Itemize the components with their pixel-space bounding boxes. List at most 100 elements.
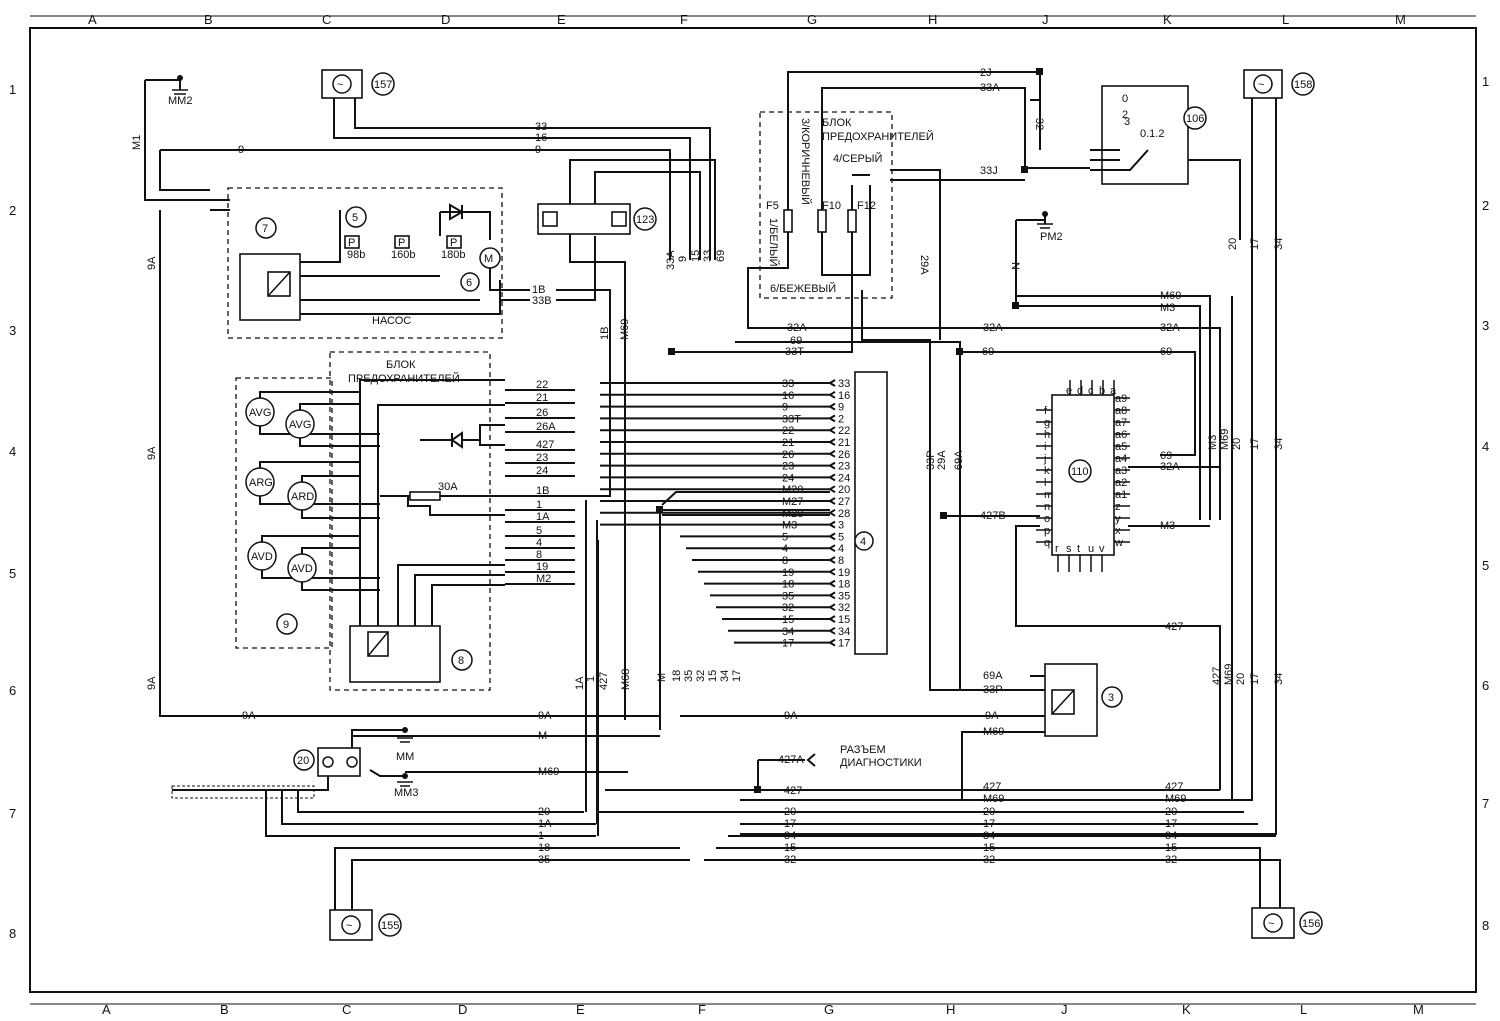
ecu-pin-label: m [1044,489,1053,501]
connector-4-pin: 28 [838,508,850,520]
svg-text:P: P [450,237,457,249]
col-label: A [88,12,97,27]
connector-4-wire-label: M27 [782,496,803,508]
wheel-sensor-wire [261,535,380,579]
wheel-sensor-label: ARG [249,477,273,489]
lower-fuse-wire-label: 5 [536,525,542,537]
connector-4-wire [698,567,836,576]
col-label: A [102,1002,111,1017]
svg-text:ПРЕДОХРАНИТЕЛЕЙ: ПРЕДОХРАНИТЕЛЕЙ [348,372,460,385]
svg-text:9: 9 [238,144,244,156]
svg-text:15: 15 [690,250,702,262]
connector-4-pin: 26 [838,449,850,461]
ecu-pin-label: a9 [1115,393,1127,405]
ground-mm2: MM2 M1 [131,75,210,201]
col-label: J [1061,1002,1068,1017]
lower-fuse-wire-label: 1 [536,499,542,511]
connector-4-wire [600,402,836,411]
svg-text:33: 33 [702,250,714,262]
svg-text:~: ~ [346,920,352,932]
label-157: 157 [374,79,392,91]
ecu-pin-label: c [1088,385,1094,397]
svg-text:M68: M68 [620,669,632,690]
sensor-158: ~ 158 [740,69,1315,835]
ecu-pin-label: w [1114,537,1123,549]
lower-fuse-wire-label: 26A [536,421,556,433]
svg-text:123: 123 [636,214,654,226]
svg-text:32A: 32A [983,322,1003,334]
svg-text:M: M [484,253,493,265]
lower-fuse-wire-label: 1A [536,511,550,523]
pump-group [227,187,503,339]
row-label: 2 [9,203,16,218]
ecu-pin-label: a3 [1115,465,1127,477]
connector-4-pin: 22 [838,425,850,437]
svg-text:20: 20 [1231,438,1243,450]
svg-text:427B: 427B [980,510,1006,522]
connector-4-wire-label: 32 [782,602,794,614]
lower-fuse-wire-label: 21 [536,392,548,404]
connector-4-wire-label: 33T [782,413,801,425]
svg-text:20: 20 [784,806,796,818]
connector-4-wire-label: 23 [782,461,794,473]
connector-4-wire [600,473,836,482]
svg-text:98b: 98b [347,249,365,261]
svg-text:1B: 1B [599,327,611,340]
svg-text:180b: 180b [441,249,465,261]
svg-text:8: 8 [458,655,464,667]
svg-text:0.1.2: 0.1.2 [1140,128,1164,140]
svg-text:32: 32 [784,854,796,866]
grid-columns-top: A B C D E F G H J K L M [88,12,1406,27]
svg-text:33A: 33A [665,250,677,270]
svg-text:15: 15 [707,670,719,682]
svg-text:~: ~ [1258,79,1264,91]
svg-text:F12: F12 [857,200,876,212]
wheel-sensor-wire [299,403,380,447]
svg-text:32A: 32A [787,322,807,334]
ecu-pin-label: a8 [1115,405,1127,417]
svg-text:БЛОК: БЛОК [386,359,416,371]
svg-text:69: 69 [982,346,994,358]
svg-text:M69: M69 [983,793,1004,805]
col-label: C [322,12,331,27]
svg-text:6/БЕЖЕВЫЙ: 6/БЕЖЕВЫЙ [770,282,836,295]
col-label: F [680,12,688,27]
ecu-pin-label: j [1043,453,1046,465]
diagram-frame [29,27,1477,993]
lower-fuse-wire-label: 22 [536,379,548,391]
svg-text:F10: F10 [822,200,841,212]
svg-text:9: 9 [283,619,289,631]
svg-text:32: 32 [983,854,995,866]
ecu-pin-label: y [1115,513,1121,525]
row-label: 1 [9,82,16,97]
connector-4-pin: 21 [838,437,850,449]
ground-pm2: PM2 N [1009,211,1201,520]
row-label: 7 [1482,796,1489,811]
grid-columns-bottom: A B C D E F G H J K L M [102,1002,1424,1017]
ecu-pin-label: g [1044,417,1050,429]
svg-text:9A: 9A [146,256,158,270]
ecu-pin-label: b [1099,385,1105,397]
col-label: J [1042,12,1049,27]
svg-text:20: 20 [1227,238,1239,250]
connector-4-pin: 4 [838,543,844,555]
lower-fuse-wire-label: 427 [536,439,554,451]
col-label: M [1413,1002,1424,1017]
svg-text:1A: 1A [538,818,552,830]
connector-4-wire [600,497,836,505]
connector-4-pin: 34 [838,626,850,638]
connector-4-wire [600,379,836,387]
svg-text:34: 34 [1273,438,1285,450]
svg-text:MM3: MM3 [394,787,418,799]
svg-text:17: 17 [983,818,995,830]
lower-fuse-wire-label: 1B [536,485,549,497]
wheel-sensor-label: AVD [291,563,313,575]
col-label: K [1163,12,1172,27]
ecu-pin-label: o [1044,513,1050,525]
col-label: L [1300,1002,1307,1017]
relay-123: 123 [537,159,716,720]
connector-4-wire-label: 34 [782,626,794,638]
svg-text:1/БЕЛЫЙ: 1/БЕЛЫЙ [767,218,780,267]
connector-4-pin: 17 [838,638,850,650]
